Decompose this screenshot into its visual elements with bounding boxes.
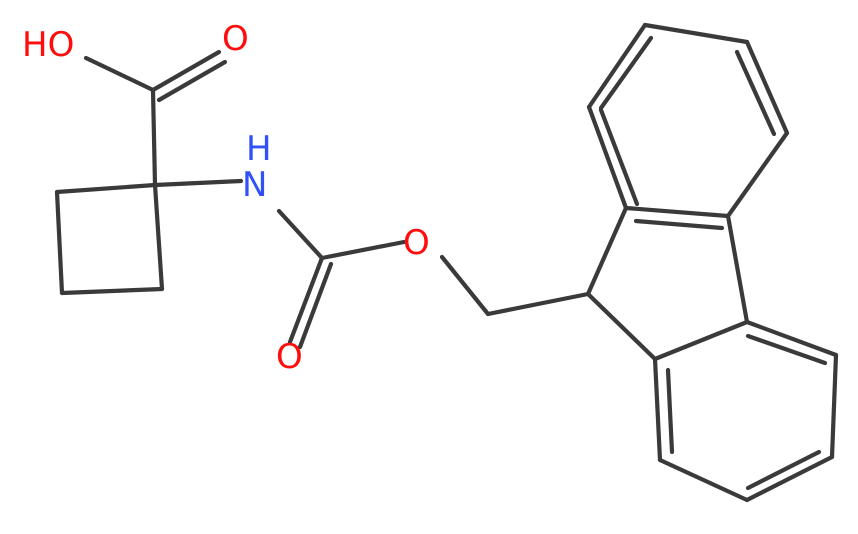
bond-ring-bottom [59,286,165,296]
bond-carbonyl-o [319,239,407,261]
bond-c-o-double-a [150,49,222,93]
bond-ul-4 [744,39,790,136]
bond-c-o-double-c [287,255,325,345]
bond-layer [54,22,839,503]
bond-ring-right [152,182,165,292]
bond-n-carbonyl [276,208,325,261]
bond-c4a-c8a [652,319,750,362]
bond-ul-1i [598,107,640,207]
bond-c9-c9a [585,205,629,297]
atom-label-layer: HO O N H O O [22,19,430,377]
bond-ring-top [54,182,158,195]
carbamate-o-label: O [276,337,303,377]
bond-o-ch2 [439,254,491,317]
hydroxyl-label: HO [22,25,74,65]
bond-ul-1 [586,104,629,211]
bond-ul-4i [734,49,777,137]
bond-lr-1 [744,319,839,358]
bond-ring-n [152,178,244,188]
bond-ul-5 [725,130,790,219]
ester-o-label: O [403,223,430,263]
amine-h-label: H [246,129,272,169]
bond-lr-1i [745,333,828,366]
bond-lr-3 [744,454,835,503]
bond-ul-2 [586,22,648,110]
amine-n-label: N [242,165,267,205]
bond-lr-2 [829,352,839,460]
bond-carboxyl-ring [150,87,158,188]
bond-ul-3 [642,22,750,45]
bond-c4b-c4a [725,213,750,325]
bond-ring-left [54,189,65,296]
bond-lr-5i [665,367,675,455]
bond-c9a-c4b [623,205,731,219]
bond-lr-4 [657,457,750,503]
bond-c-o-double-d [297,261,334,350]
bond-lr-3i [745,449,822,491]
bond-c9a-c4b-inner [633,218,725,231]
bond-ul-2i [598,35,654,111]
bond-c-o-double-b [156,59,228,103]
bond-ch2-c9 [485,291,591,317]
bond-c-oh [83,55,156,93]
acid-carbonyl-o-label: O [222,19,249,59]
bond-c9-c8a [585,291,658,362]
bond-lr-5 [652,356,663,463]
